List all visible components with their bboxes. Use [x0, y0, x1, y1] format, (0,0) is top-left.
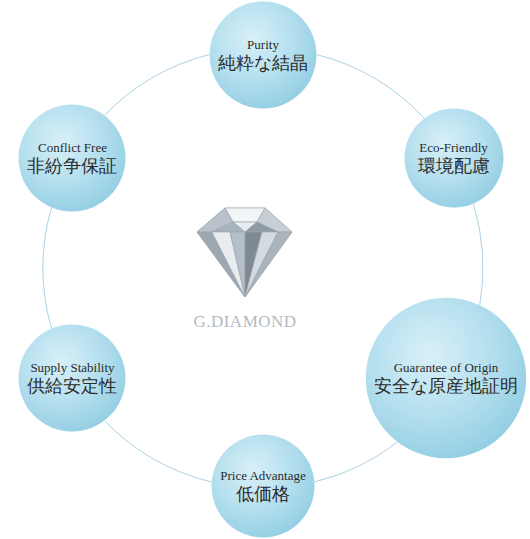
japanese-heading: 環境配慮	[418, 155, 490, 177]
english-heading: Price Advantage	[220, 468, 306, 483]
feature-circle: Price Advantage低価格	[211, 434, 315, 538]
japanese-heading: 純粋な結晶	[218, 52, 308, 74]
ring-arc	[473, 204, 483, 306]
english-heading: Guarantee of Origin	[394, 360, 499, 375]
english-heading: Supply Stability	[30, 360, 114, 375]
feature-circle: Purity純粋な結晶	[209, 1, 317, 109]
ring-arc	[317, 55, 424, 118]
english-heading: Purity	[247, 37, 279, 52]
ring-arc	[315, 442, 398, 482]
ring-arc	[105, 421, 211, 482]
brand-watermark: G.DIAMOND	[193, 312, 296, 332]
japanese-heading: 低価格	[236, 483, 290, 505]
english-heading: Conflict Free	[38, 140, 107, 155]
feature-circle: Conflict Free非紛争保証	[18, 104, 126, 212]
japanese-heading: 非紛争保証	[27, 155, 117, 177]
ring-arc	[105, 55, 209, 115]
diamond	[197, 208, 292, 297]
feature-circle: Guarantee of Origin安全な原産地証明	[365, 297, 527, 459]
feature-circle: Supply Stability供給安定性	[18, 324, 126, 432]
japanese-heading: 安全な原産地証明	[374, 375, 518, 397]
japanese-heading: 供給安定性	[27, 375, 117, 397]
ring-arc	[43, 208, 51, 329]
english-heading: Eco-Friendly	[419, 140, 488, 155]
feature-circle: Eco-Friendly環境配慮	[404, 108, 504, 208]
